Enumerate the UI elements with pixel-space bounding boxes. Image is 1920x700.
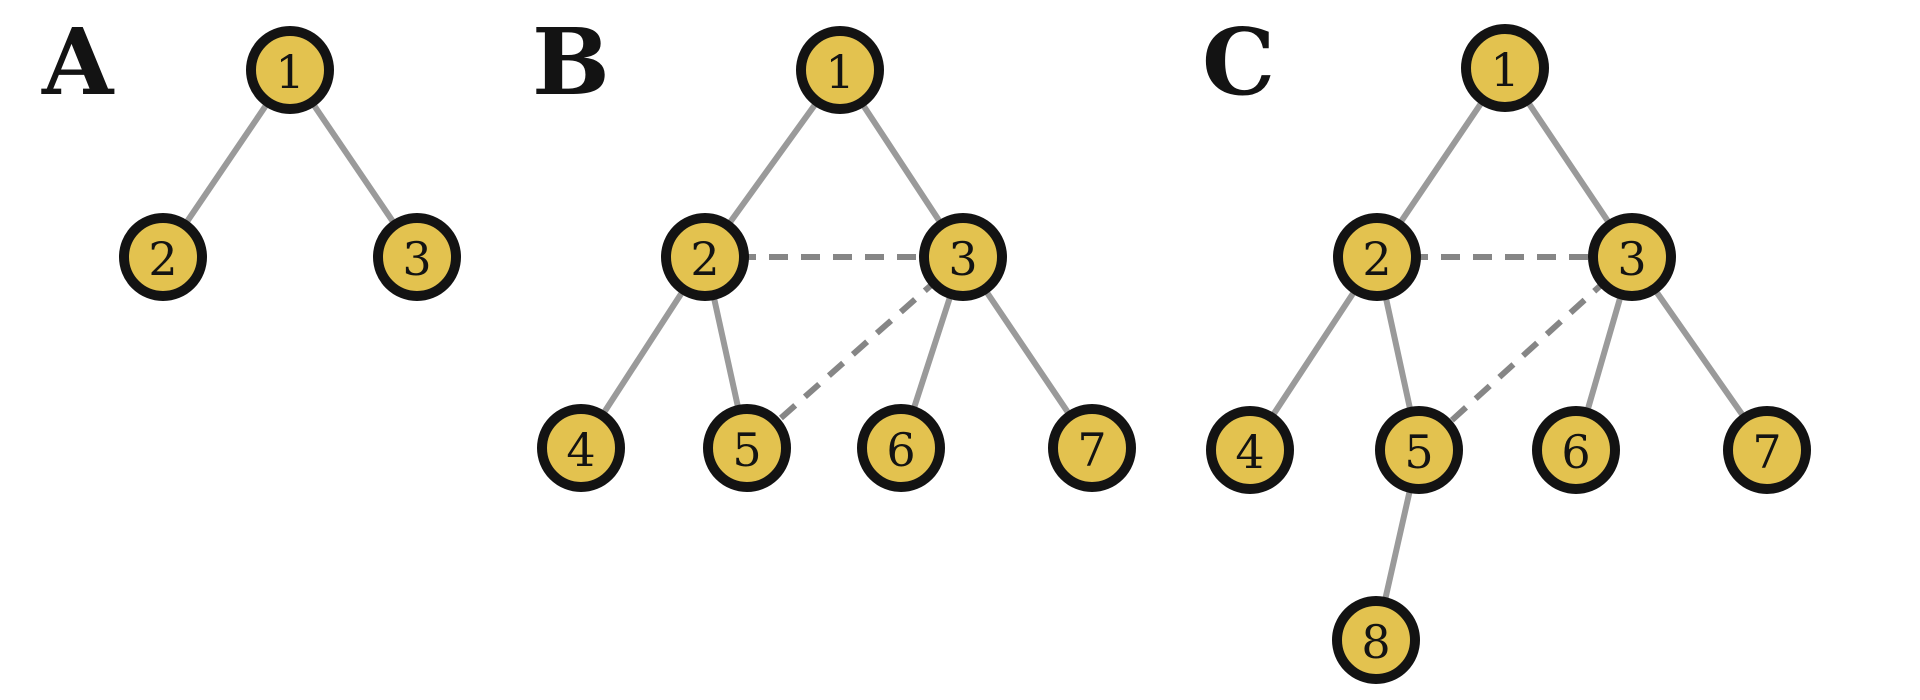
graph-node-label-b-3: 3 bbox=[948, 232, 977, 286]
graph-node-c-3 bbox=[1588, 213, 1676, 301]
graph-node-label-c-7: 7 bbox=[1752, 425, 1781, 479]
graph-node-label-c-3: 3 bbox=[1617, 232, 1646, 286]
graph-node-label-c-4: 4 bbox=[1235, 425, 1264, 479]
graph-node-label-b-5: 5 bbox=[732, 423, 761, 477]
graph-node-label-b-6: 6 bbox=[886, 423, 915, 477]
panel-a-label: A bbox=[42, 8, 114, 116]
graph-panel-b: 1 2 3 4 5 6 7 bbox=[537, 26, 1136, 492]
graph-node-b-5 bbox=[703, 404, 791, 492]
graph-node-label-a-1: 1 bbox=[275, 45, 304, 99]
graph-edge-c-3-5-dashed bbox=[1416, 254, 1635, 453]
graph-node-label-a-2: 2 bbox=[148, 232, 177, 286]
graph-node-a-1 bbox=[246, 26, 334, 114]
graph-node-b-3 bbox=[919, 213, 1007, 301]
graph-node-b-6 bbox=[857, 404, 945, 492]
graph-node-b-2 bbox=[661, 213, 749, 301]
graph-node-a-3 bbox=[373, 213, 461, 301]
graph-node-c-1 bbox=[1461, 24, 1549, 112]
panel-c-label: C bbox=[1202, 8, 1276, 116]
graph-node-label-c-8: 8 bbox=[1361, 615, 1390, 669]
graph-node-label-a-3: 3 bbox=[402, 232, 431, 286]
graph-node-label-b-1: 1 bbox=[825, 45, 854, 99]
graph-node-label-c-1: 1 bbox=[1490, 43, 1519, 97]
graph-node-c-7 bbox=[1723, 406, 1811, 494]
graph-node-c-4 bbox=[1206, 406, 1294, 494]
graph-node-c-6 bbox=[1532, 406, 1620, 494]
graph-node-label-c-5: 5 bbox=[1404, 425, 1433, 479]
graph-panel-c: 1 2 3 4 5 6 7 8 bbox=[1206, 24, 1811, 684]
graph-node-c-5 bbox=[1375, 406, 1463, 494]
graph-node-b-4 bbox=[537, 404, 625, 492]
graph-edge-b-3-5-dashed bbox=[745, 254, 965, 451]
graph-node-label-b-7: 7 bbox=[1077, 423, 1106, 477]
graph-node-label-c-6: 6 bbox=[1561, 425, 1590, 479]
panel-b-label: B bbox=[532, 8, 610, 116]
graph-node-c-8 bbox=[1332, 596, 1420, 684]
graph-node-c-2 bbox=[1333, 213, 1421, 301]
graph-node-label-b-2: 2 bbox=[690, 232, 719, 286]
graph-node-b-1 bbox=[796, 26, 884, 114]
graph-node-a-2 bbox=[119, 213, 207, 301]
graph-panel-a: 1 2 3 bbox=[119, 26, 461, 301]
graph-node-label-c-2: 2 bbox=[1362, 232, 1391, 286]
graph-node-label-b-4: 4 bbox=[566, 423, 595, 477]
graph-node-b-7 bbox=[1048, 404, 1136, 492]
